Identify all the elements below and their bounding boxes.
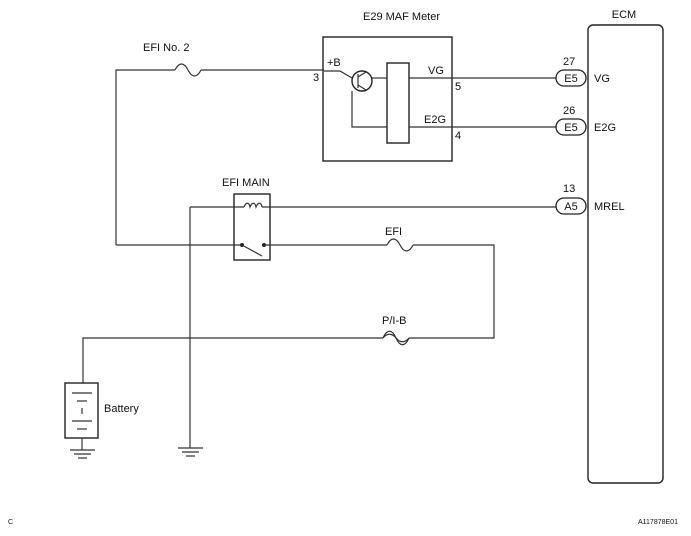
fuse-pib-label: P/I-B — [382, 315, 406, 327]
transistor-emitter — [357, 84, 367, 91]
relay-box — [233, 193, 271, 261]
ecm-connector-vg — [555, 69, 587, 87]
transistor-collector — [357, 71, 367, 78]
ecm-connector-e2g — [555, 118, 587, 136]
ecm-pin-signal: MREL — [594, 201, 625, 213]
relay-switch-arm — [241, 244, 263, 257]
fuse-pib-icon-inner — [382, 333, 410, 343]
fuse-efi-icon — [386, 238, 414, 252]
fuse-efi-label: EFI — [385, 226, 402, 238]
battery-label: Battery — [104, 403, 139, 415]
footer-right-code: A117878E01 — [638, 519, 678, 526]
maf-meter-title: E29 MAF Meter — [363, 11, 440, 23]
maf-term-vg: VG — [428, 65, 444, 77]
maf-internal-b-wire — [324, 70, 353, 79]
relay-label: EFI MAIN — [222, 177, 270, 189]
relay-coil-icon — [243, 202, 263, 210]
fuse-efi-no2-label: EFI No. 2 — [143, 42, 189, 54]
ecm-pin-signal: VG — [594, 73, 610, 85]
ecm-connector-mrel — [555, 197, 587, 215]
ecm-connector-label: A5 — [564, 201, 577, 213]
ecm-connector-label: E5 — [564, 73, 577, 85]
maf-term-b: +B — [327, 57, 341, 69]
ecm-pin-signal: E2G — [594, 122, 616, 134]
battery-positive-wire — [82, 337, 383, 383]
ecm-pin-number: 26 — [563, 105, 575, 117]
maf-internal-loop-wire — [351, 91, 387, 128]
ground-icon — [70, 449, 95, 459]
maf-pin-5: 5 — [455, 81, 461, 93]
ecm-title: ECM — [612, 9, 636, 21]
efi-no2-left-wire — [115, 69, 175, 245]
transistor-icon — [351, 70, 373, 92]
fuse-efi-no2-icon — [174, 63, 202, 77]
ecm-box — [587, 24, 664, 484]
footer-left-code: C — [8, 519, 13, 526]
efi-fuse-right-wire — [409, 244, 495, 339]
ecm-pin-number: 13 — [563, 183, 575, 195]
ecm-connector-label: E5 — [564, 122, 577, 134]
maf-meter-box — [322, 36, 453, 162]
maf-pin-4: 4 — [455, 130, 461, 142]
ground-icon — [178, 447, 203, 457]
maf-term-e2g: E2G — [424, 114, 446, 126]
maf-pin-3: 3 — [313, 72, 319, 84]
maf-sensor-element — [386, 62, 410, 144]
ecm-pin-number: 27 — [563, 56, 575, 68]
